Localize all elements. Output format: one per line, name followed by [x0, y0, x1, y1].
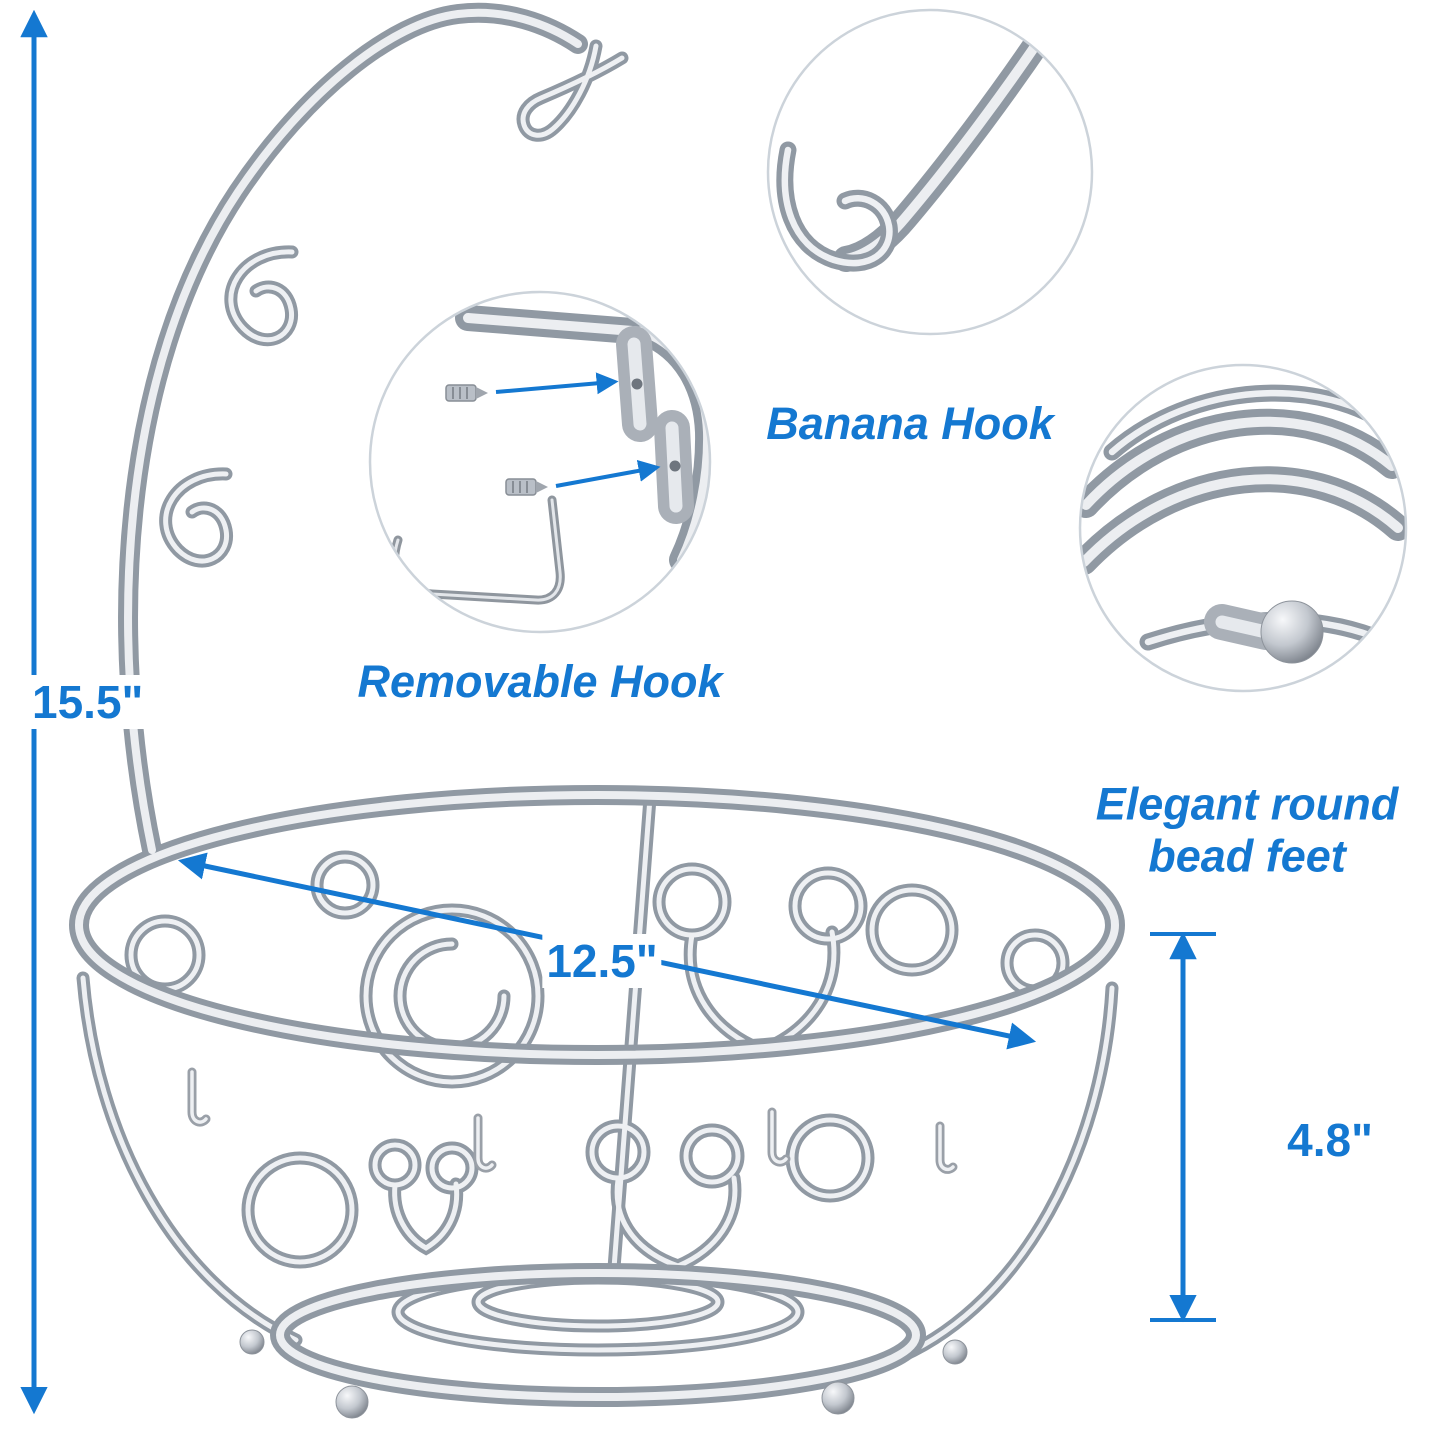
banana-hook-callout-ring — [766, 8, 1094, 336]
thumb-screw-icon — [445, 384, 488, 402]
overall-height-label: 15.5" — [28, 675, 148, 729]
bead-feet-label-line1: Elegant round — [1095, 778, 1399, 830]
thumb-screw-icon — [505, 478, 548, 496]
bead-feet — [239, 1329, 968, 1419]
removable-hook-callout-ring — [368, 290, 712, 634]
bead-feet-callout-ring — [1078, 363, 1408, 693]
removable-hook-callout — [370, 292, 710, 632]
bead-feet-label: Elegant round bead feet — [1096, 778, 1399, 882]
screw-pointer-arrow — [555, 459, 661, 488]
basket-height-label: 4.8" — [1283, 1113, 1377, 1167]
fruit-basket-illustration — [79, 13, 1115, 1419]
banana-hook-callout — [768, 10, 1092, 334]
basket-height-dimension-arrow — [1150, 931, 1216, 1323]
banana-hook-label: Banana Hook — [766, 398, 1054, 450]
screw-pointer-arrow — [495, 372, 619, 395]
screw-hole — [669, 460, 681, 472]
bead-feet-callout — [1080, 365, 1406, 691]
bead-feet-label-line2: bead feet — [1148, 830, 1346, 881]
top-diameter-label: 12.5" — [542, 934, 662, 988]
removable-hook-label: Removable Hook — [357, 656, 723, 708]
screw-hole — [631, 378, 643, 390]
bead-foot — [1260, 600, 1324, 664]
